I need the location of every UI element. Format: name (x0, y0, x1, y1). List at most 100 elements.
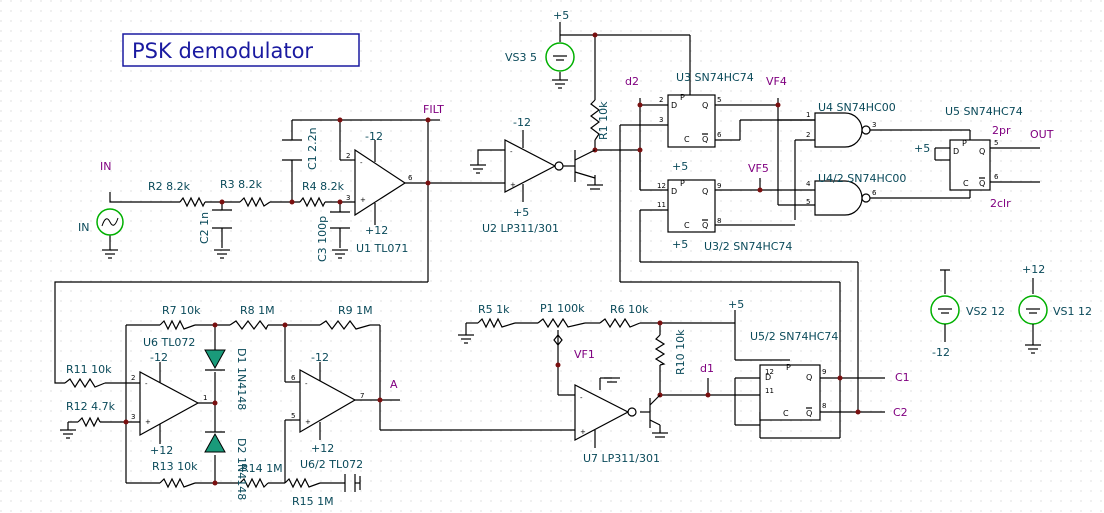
svg-text:U5/2 SN74HC74: U5/2 SN74HC74 (750, 330, 838, 343)
diode-d1 (204, 349, 226, 371)
ground-u7 (604, 377, 620, 383)
resistor-r1 (590, 99, 600, 141)
svg-text:R5 1k: R5 1k (478, 303, 510, 316)
svg-text:D2 1N4148: D2 1N4148 (235, 438, 248, 500)
transistor-q1 (574, 149, 596, 182)
diode-d2 (204, 431, 226, 453)
svg-text:VS3 5: VS3 5 (505, 51, 537, 64)
wires-top (109, 22, 1040, 412)
svg-text:U6 TL072: U6 TL072 (143, 336, 195, 349)
svg-text:11: 11 (657, 201, 666, 209)
svg-text:C: C (684, 135, 690, 144)
svg-text:+12: +12 (311, 442, 334, 455)
svg-text:D: D (671, 101, 677, 110)
svg-text:Q: Q (702, 221, 708, 230)
component-labels: VS3 5 U3 SN74HC74 U4 SN74HC00 U5 SN74HC7… (66, 51, 1092, 508)
svg-text:8: 8 (717, 217, 721, 225)
svg-text:IN: IN (78, 221, 89, 234)
svg-text:R3 8.2k: R3 8.2k (220, 178, 263, 191)
svg-text:Q: Q (806, 409, 812, 418)
svg-text:9: 9 (717, 182, 721, 190)
svg-text:5: 5 (806, 198, 810, 206)
net-2pr: 2pr (992, 124, 1011, 137)
ground-c3 (332, 249, 348, 259)
svg-text:-12: -12 (311, 351, 329, 364)
svg-text:P: P (680, 93, 685, 102)
svg-text:+5: +5 (513, 206, 529, 219)
svg-text:+: + (305, 418, 311, 426)
signal-source-in (96, 208, 124, 236)
svg-text:6: 6 (291, 374, 296, 382)
voltage-source-vs3 (545, 42, 575, 72)
svg-text:+5: +5 (672, 160, 688, 173)
ground-u2 (470, 164, 486, 174)
p1-wiper (553, 334, 563, 346)
svg-text:-12: -12 (365, 130, 383, 143)
ground-q2 (652, 432, 668, 438)
voltage-source-vs1 (1018, 278, 1048, 345)
svg-text:-: - (580, 394, 583, 402)
resistor-r7 (159, 319, 196, 331)
svg-text:6: 6 (872, 189, 877, 197)
svg-text:Q: Q (702, 135, 708, 144)
svg-text:5: 5 (291, 412, 295, 420)
svg-text:R8 1M: R8 1M (240, 304, 275, 317)
svg-text:Q: Q (806, 373, 812, 382)
opamp-u1: - + 2 3 6 (346, 140, 413, 225)
svg-text:1: 1 (203, 394, 207, 402)
resistor-r14 (239, 477, 269, 489)
svg-text:+: + (510, 181, 516, 189)
nand-u4-2: 4 5 6 (806, 180, 877, 216)
resistor-r11 (64, 377, 106, 389)
supply-labels: +5 -12 +12 -12 +5 +5 +5 +5 -12 +12 -12 +… (150, 9, 1045, 457)
potentiometer-p1 (537, 317, 586, 329)
svg-text:2: 2 (131, 374, 135, 382)
svg-text:5: 5 (994, 139, 998, 147)
svg-text:Q: Q (702, 101, 708, 110)
svg-text:R1 10k: R1 10k (597, 101, 610, 140)
svg-text:+: + (360, 196, 366, 204)
net-vf5: VF5 (748, 162, 769, 175)
svg-text:P: P (680, 179, 685, 188)
svg-text:R12 4.7k: R12 4.7k (66, 400, 116, 413)
svg-text:U3/2 SN74HC74: U3/2 SN74HC74 (704, 240, 792, 253)
resistor-r3 (239, 196, 271, 208)
svg-text:-12: -12 (513, 116, 531, 129)
svg-text:P: P (786, 363, 791, 372)
flipflop-u5: D P Q C Q 5 6 (949, 139, 999, 191)
resistor-r4 (299, 196, 326, 208)
svg-text:C: C (684, 221, 690, 230)
svg-text:D: D (765, 373, 771, 382)
svg-text:P1 100k: P1 100k (540, 302, 585, 315)
svg-text:+12: +12 (365, 224, 388, 237)
junctions (123, 32, 861, 486)
svg-text:+12: +12 (1022, 263, 1045, 276)
net-vf1: VF1 (574, 348, 595, 361)
svg-text:+: + (145, 418, 151, 426)
svg-text:R11 10k: R11 10k (66, 363, 112, 376)
svg-text:VS1 12: VS1 12 (1053, 305, 1092, 318)
net-2clr: 2clr (990, 197, 1011, 210)
title-box: PSK demodulator (122, 33, 360, 67)
svg-text:+12: +12 (150, 444, 173, 457)
resistor-r15 (284, 477, 321, 489)
transistor-q2 (649, 394, 661, 428)
svg-text:2: 2 (346, 152, 350, 160)
svg-text:D: D (953, 147, 959, 156)
svg-text:U6/2 TL072: U6/2 TL072 (300, 458, 363, 471)
svg-text:6: 6 (408, 174, 413, 182)
svg-text:2: 2 (659, 96, 663, 104)
ground-in (102, 235, 118, 259)
svg-text:4: 4 (806, 180, 811, 188)
svg-text:R7 10k: R7 10k (162, 304, 201, 317)
comparator-u7: - + (574, 384, 637, 448)
net-d1: d1 (700, 362, 714, 375)
svg-text:+: + (580, 428, 586, 436)
net-vf4: VF4 (766, 75, 787, 88)
svg-text:-: - (510, 148, 513, 156)
svg-text:+5: +5 (553, 9, 569, 22)
svg-text:1: 1 (806, 111, 810, 119)
resistor-r9 (319, 320, 371, 330)
